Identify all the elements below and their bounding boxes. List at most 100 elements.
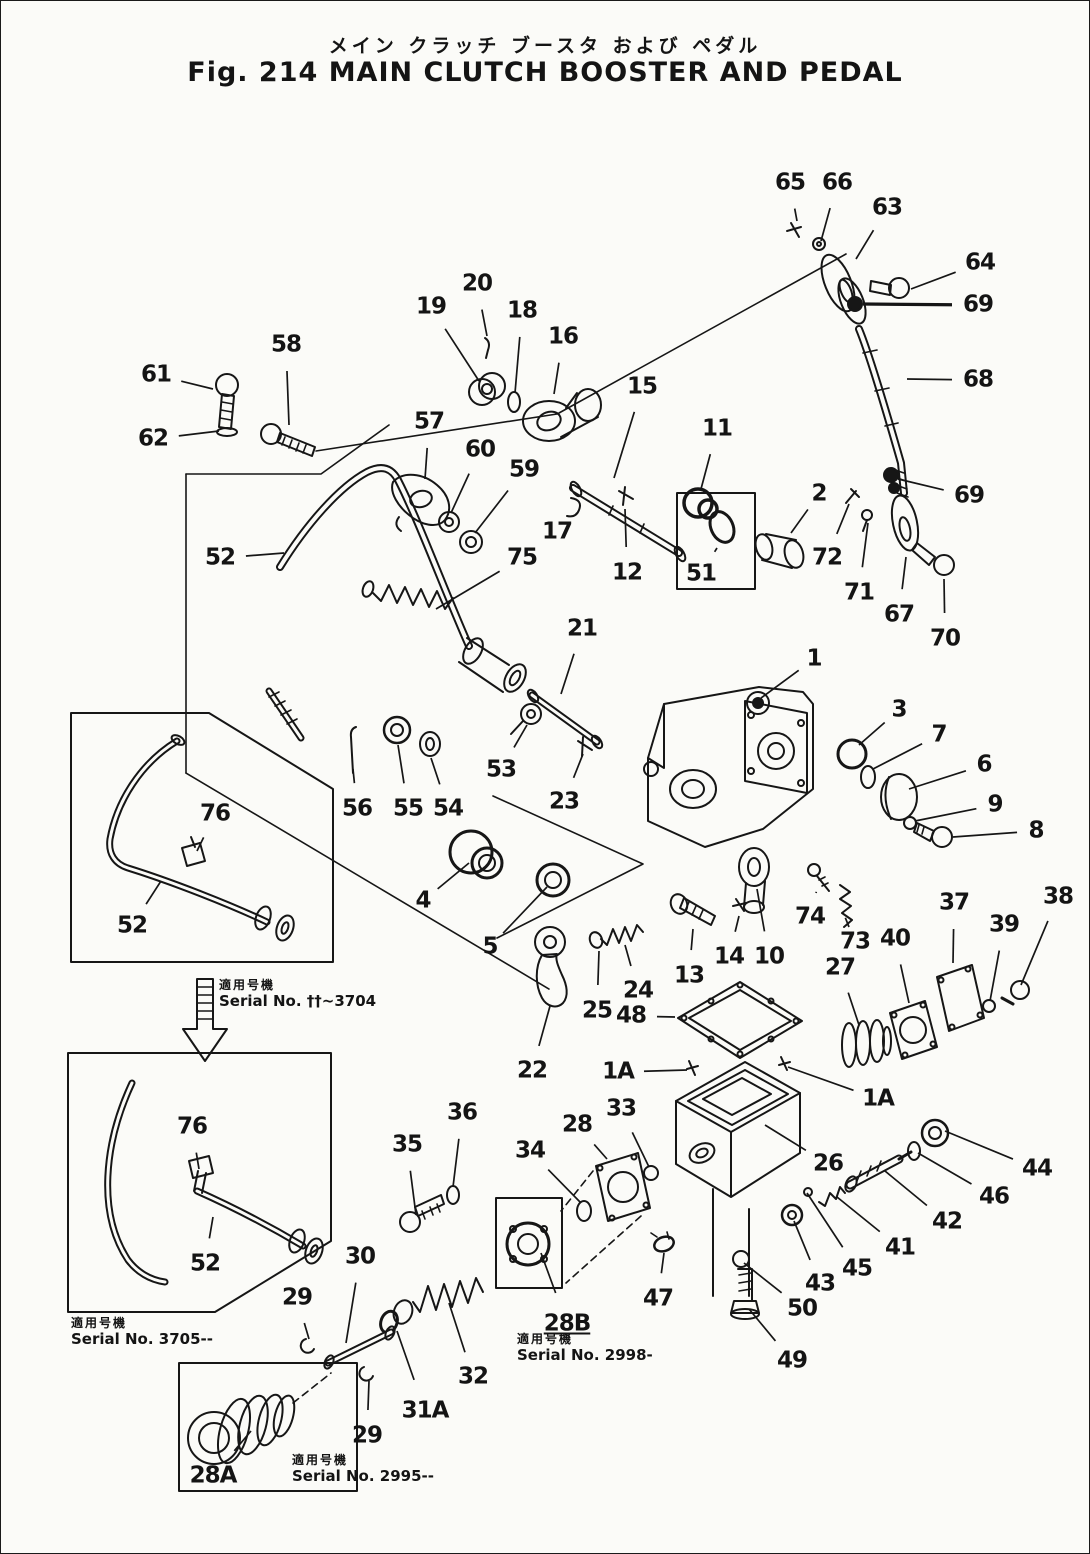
part-label-31A: 31A bbox=[401, 1397, 450, 1424]
part-label-52: 52 bbox=[204, 544, 236, 571]
part-label-58: 58 bbox=[270, 331, 302, 358]
part-label-48: 48 bbox=[615, 1002, 647, 1029]
leader-line-76 bbox=[195, 1152, 200, 1170]
part-label-28: 28 bbox=[561, 1111, 593, 1138]
leader-line-24 bbox=[624, 944, 632, 967]
leader-line-52 bbox=[208, 1216, 214, 1239]
leader-line-53 bbox=[513, 724, 528, 748]
leader-line-71 bbox=[861, 522, 869, 568]
part-label-27: 27 bbox=[824, 954, 856, 981]
pedal-lever-group bbox=[215, 373, 853, 1008]
leader-line-37 bbox=[952, 928, 955, 964]
leader-line-28A bbox=[233, 1430, 252, 1452]
part-label-52: 52 bbox=[116, 912, 148, 939]
leader-line-33 bbox=[631, 1132, 650, 1168]
part-label-11: 11 bbox=[701, 415, 733, 442]
leader-line-9 bbox=[914, 807, 977, 822]
part-label-8: 8 bbox=[1028, 817, 1044, 844]
part-label-36: 36 bbox=[446, 1099, 478, 1126]
part-label-57: 57 bbox=[413, 408, 445, 435]
part-label-52: 52 bbox=[189, 1250, 221, 1277]
part-label-69: 69 bbox=[962, 291, 994, 318]
leader-line-69 bbox=[897, 478, 944, 491]
leader-line-44 bbox=[944, 1130, 1014, 1160]
leader-line-31A bbox=[396, 1330, 415, 1381]
part-label-2: 2 bbox=[811, 480, 827, 507]
part-label-1A: 1A bbox=[862, 1085, 895, 1112]
part-label-28B: 28B bbox=[543, 1310, 592, 1337]
leader-line-4 bbox=[437, 862, 470, 890]
control-valve-group bbox=[299, 964, 1030, 1382]
part-label-66: 66 bbox=[821, 169, 853, 196]
part-label-18: 18 bbox=[506, 297, 538, 324]
leader-line-1 bbox=[760, 669, 800, 699]
leader-line-72 bbox=[836, 503, 850, 535]
part-label-76: 76 bbox=[199, 800, 231, 827]
part-label-7: 7 bbox=[931, 721, 947, 748]
cutaway-boundary-lines bbox=[185, 253, 847, 990]
leader-line-12 bbox=[624, 508, 628, 548]
part-label-29: 29 bbox=[351, 1422, 383, 1449]
part-label-13: 13 bbox=[673, 962, 705, 989]
leader-line-52 bbox=[245, 552, 285, 557]
part-label-3: 3 bbox=[891, 696, 907, 723]
part-label-14: 14 bbox=[713, 943, 745, 970]
leader-line-28B bbox=[540, 1252, 557, 1294]
leader-line-43 bbox=[793, 1220, 811, 1261]
part-label-76: 76 bbox=[176, 1113, 208, 1140]
leader-line-36 bbox=[452, 1138, 460, 1188]
part-label-32: 32 bbox=[457, 1363, 489, 1390]
leader-line-2 bbox=[790, 508, 809, 534]
top-linkage-group bbox=[786, 222, 955, 576]
serial-note-text: Serial No. 3705-- bbox=[71, 1329, 213, 1348]
part-label-12: 12 bbox=[611, 559, 643, 586]
part-label-9: 9 bbox=[987, 791, 1003, 818]
figure-title: Fig. 214 MAIN CLUTCH BOOSTER AND PEDAL bbox=[187, 57, 903, 88]
serial-note-text: Serial No. 2998- bbox=[517, 1345, 653, 1364]
part-label-72: 72 bbox=[811, 544, 843, 571]
leader-line-13 bbox=[690, 928, 694, 951]
boot-28a-group bbox=[178, 1362, 358, 1492]
serial-note-text: Serial No. 2995-- bbox=[292, 1466, 434, 1485]
leader-line-6 bbox=[908, 769, 967, 790]
part-label-53: 53 bbox=[485, 756, 517, 783]
leader-line-67 bbox=[901, 556, 907, 590]
part-label-15: 15 bbox=[626, 373, 658, 400]
part-label-37: 37 bbox=[938, 889, 970, 916]
booster-body-group bbox=[643, 686, 953, 848]
leader-line-70 bbox=[943, 578, 946, 614]
leader-line-5 bbox=[502, 886, 548, 934]
leader-line-45 bbox=[806, 1192, 844, 1248]
serial-note-japanese: 適用号機 bbox=[219, 978, 276, 992]
part-label-54: 54 bbox=[432, 795, 464, 822]
part-label-30: 30 bbox=[344, 1243, 376, 1270]
leader-line-57 bbox=[424, 447, 429, 480]
part-label-41: 41 bbox=[884, 1234, 916, 1261]
leader-line-75 bbox=[435, 570, 501, 610]
leader-line-35 bbox=[409, 1170, 417, 1216]
leader-line-42 bbox=[884, 1170, 928, 1207]
part-label-25: 25 bbox=[581, 997, 613, 1024]
part-label-59: 59 bbox=[508, 456, 540, 483]
leader-line-22 bbox=[538, 1005, 551, 1047]
part-label-1: 1 bbox=[806, 645, 822, 672]
leader-line-47 bbox=[660, 1252, 665, 1274]
serial-note-text: Serial No. ††~3704 bbox=[219, 991, 377, 1010]
leader-line-54 bbox=[430, 757, 441, 785]
serial-note-japanese: 適用号機 bbox=[71, 1316, 128, 1330]
part-label-74: 74 bbox=[794, 903, 826, 930]
leader-line-39 bbox=[989, 950, 1001, 1002]
leader-line-19 bbox=[444, 328, 480, 382]
leader-line-20 bbox=[481, 309, 488, 337]
inset-early-pedal bbox=[70, 687, 334, 963]
leader-line-55 bbox=[397, 744, 405, 784]
part-label-56: 56 bbox=[341, 795, 373, 822]
part-label-49: 49 bbox=[776, 1347, 808, 1374]
part-label-45: 45 bbox=[841, 1255, 873, 1282]
leader-line-23 bbox=[572, 753, 584, 779]
part-label-21: 21 bbox=[566, 615, 598, 642]
